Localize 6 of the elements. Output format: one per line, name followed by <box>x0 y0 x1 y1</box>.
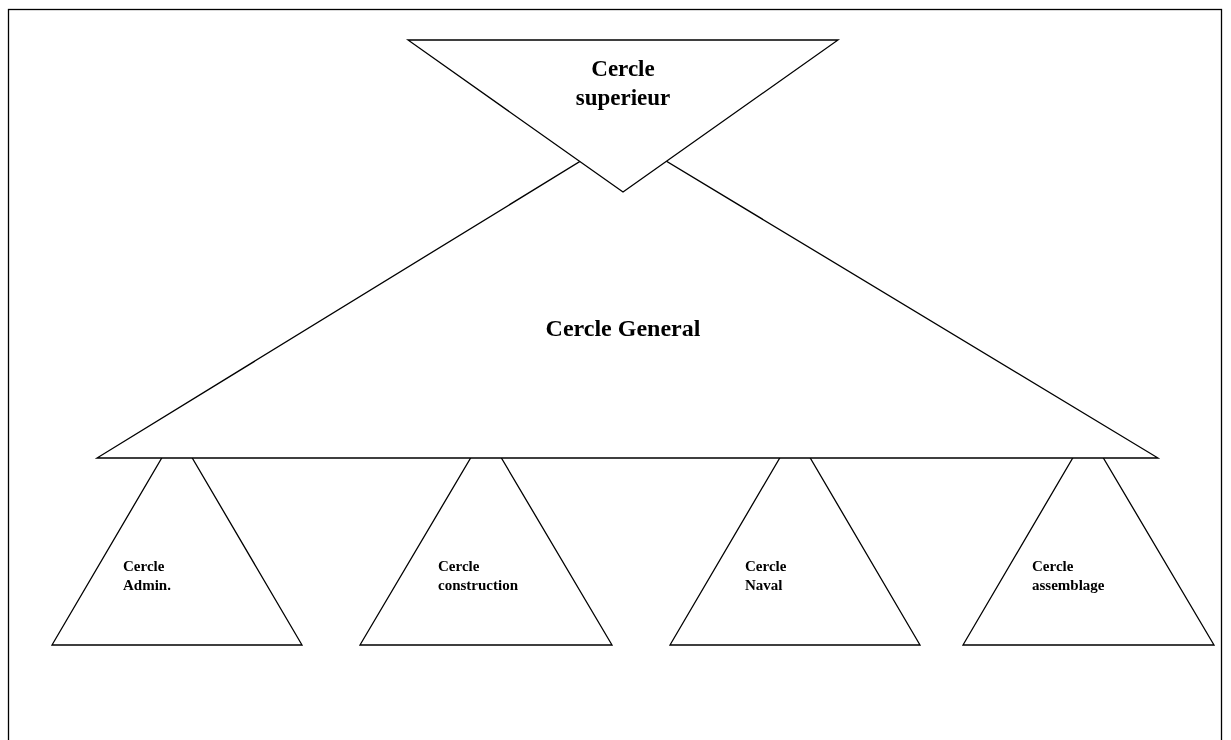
node-label: Cercle General <box>545 314 701 343</box>
node-label: Cercle Naval <box>745 557 787 595</box>
node-label: Cercle superieur <box>575 55 671 112</box>
node-label: Cercle Admin. <box>123 557 171 595</box>
node-label: Cercle assemblage <box>1032 557 1105 595</box>
node-label: Cercle construction <box>438 557 518 595</box>
